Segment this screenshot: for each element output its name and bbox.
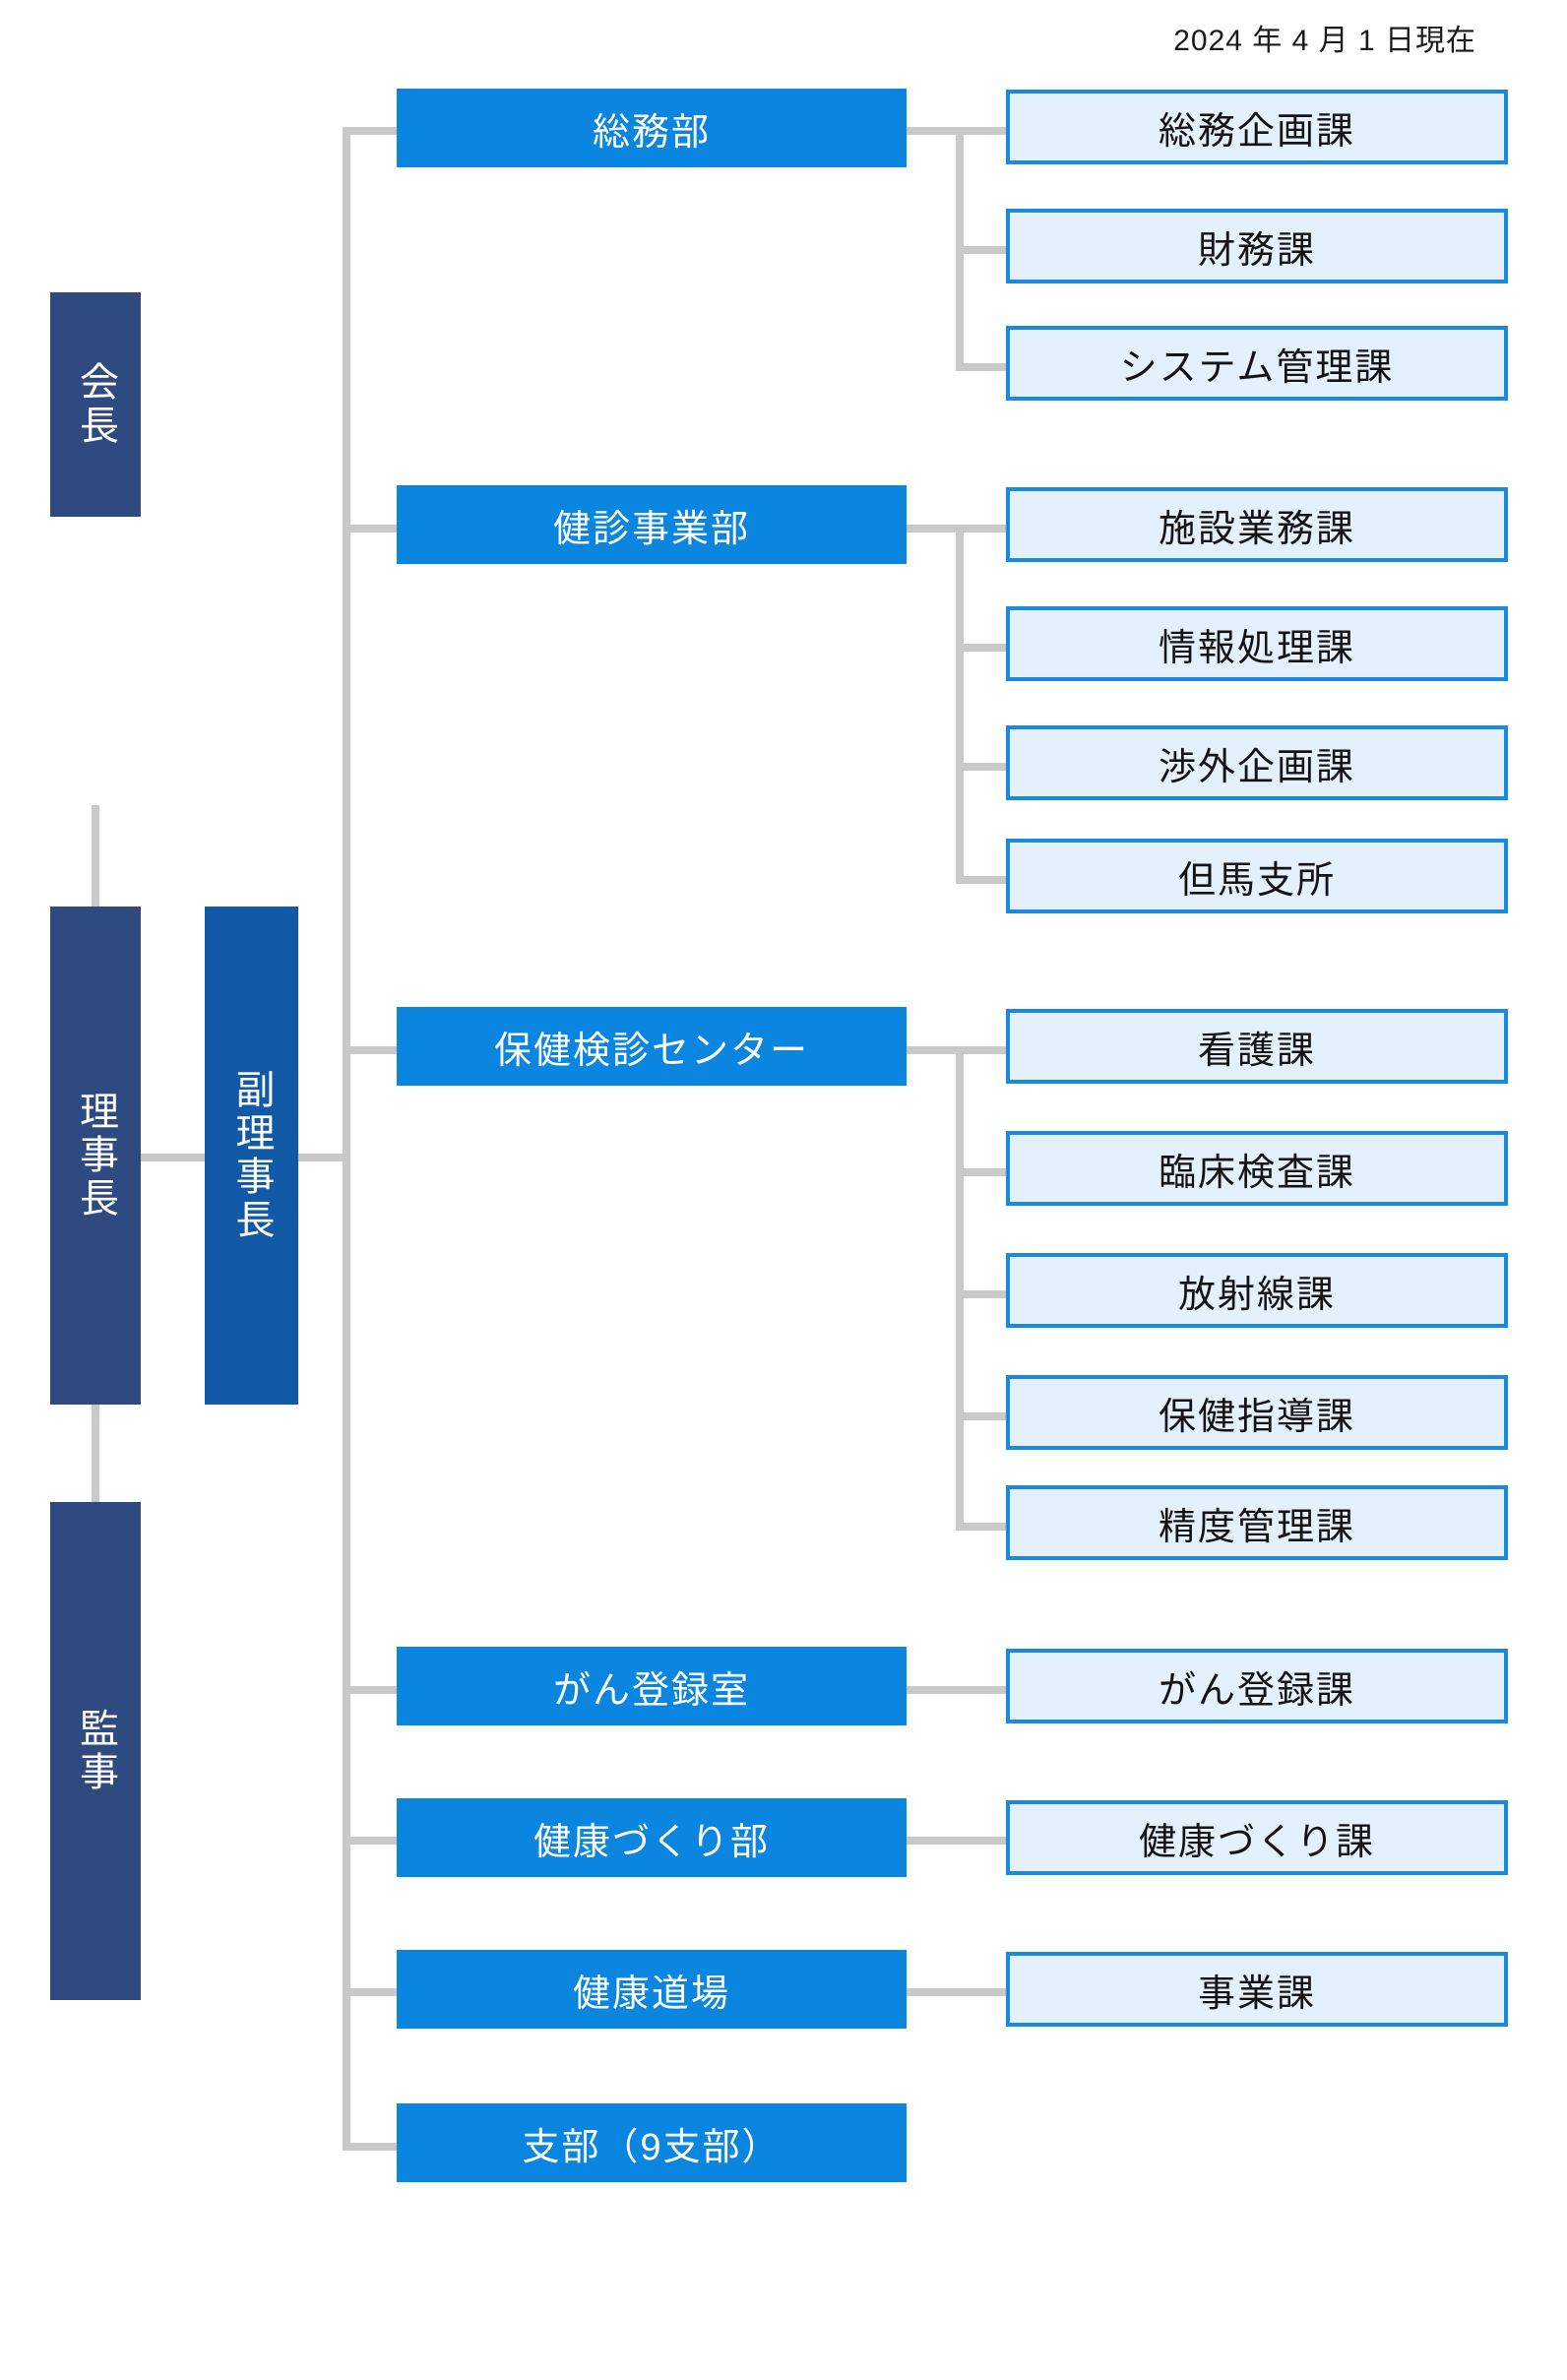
connector-division-4-stub bbox=[906, 1686, 1010, 1694]
division-label-general-affairs: 総務部 bbox=[592, 111, 711, 154]
section-box-information-processing[interactable]: 情報処理課 bbox=[1006, 606, 1508, 681]
connector-division-3-spine bbox=[956, 1046, 964, 1531]
division-label-cancer-registry-office: がん登録室 bbox=[552, 1669, 750, 1712]
section-box-finance[interactable]: 財務課 bbox=[1006, 209, 1508, 283]
division-label-health-checkup-business: 健診事業部 bbox=[552, 508, 750, 550]
connector-chairman-to-president bbox=[92, 805, 99, 911]
connector-trunk-to-division-2 bbox=[343, 525, 400, 532]
section-box-business-section[interactable]: 事業課 bbox=[1006, 1952, 1508, 2027]
exec-label-president: 理事長 bbox=[74, 1091, 117, 1221]
exec-label-chairman: 会長 bbox=[74, 361, 117, 448]
connector-division-3-section-4 bbox=[956, 1412, 1010, 1420]
connector-trunk-to-division-5 bbox=[343, 1837, 400, 1845]
section-box-system-management[interactable]: システム管理課 bbox=[1006, 326, 1508, 401]
section-box-quality-control[interactable]: 精度管理課 bbox=[1006, 1485, 1508, 1560]
exec-box-auditor[interactable]: 監事 bbox=[50, 1502, 141, 2000]
section-label-nursing: 看護課 bbox=[1197, 1030, 1316, 1072]
section-box-external-planning[interactable]: 渉外企画課 bbox=[1006, 725, 1508, 800]
division-box-health-promotion[interactable]: 健康づくり部 bbox=[397, 1798, 907, 1877]
section-label-health-promotion-section: 健康づくり課 bbox=[1138, 1821, 1375, 1863]
connector-trunk-to-division-4 bbox=[343, 1686, 400, 1694]
connector-trunk-to-division-1 bbox=[343, 127, 400, 135]
connector-division-2-spine bbox=[956, 525, 964, 884]
connector-vicepresident-to-trunk bbox=[296, 1154, 350, 1161]
exec-box-president[interactable]: 理事長 bbox=[50, 907, 141, 1405]
connector-president-to-vicepresident bbox=[137, 1154, 210, 1161]
division-label-branches: 支部（9支部） bbox=[522, 2126, 782, 2168]
section-box-health-promotion-section[interactable]: 健康づくり課 bbox=[1006, 1800, 1508, 1875]
section-label-radiology: 放射線課 bbox=[1177, 1274, 1336, 1316]
connector-trunk-to-division-6 bbox=[343, 1988, 400, 1996]
connector-trunk-to-division-7 bbox=[343, 2143, 400, 2151]
division-box-cancer-registry-office[interactable]: がん登録室 bbox=[397, 1647, 907, 1725]
connector-trunk-to-division-3 bbox=[343, 1046, 400, 1054]
section-box-clinical-examination[interactable]: 臨床検査課 bbox=[1006, 1131, 1508, 1206]
section-label-tajima-branch-office: 但馬支所 bbox=[1177, 859, 1336, 902]
division-box-health-checkup-business[interactable]: 健診事業部 bbox=[397, 485, 907, 564]
division-box-health-screening-center[interactable]: 保健検診センター bbox=[397, 1007, 907, 1086]
connector-division-5-stub bbox=[906, 1837, 1010, 1845]
as-of-date-note: 2024 年 4 月 1 日現在 bbox=[1173, 25, 1476, 57]
section-label-external-planning: 渉外企画課 bbox=[1158, 746, 1355, 788]
division-box-health-dojo[interactable]: 健康道場 bbox=[397, 1950, 907, 2029]
section-label-clinical-examination: 臨床検査課 bbox=[1158, 1152, 1355, 1194]
connector-division-3-section-2 bbox=[956, 1168, 1010, 1176]
connector-division-2-section-3 bbox=[956, 763, 1010, 771]
division-label-health-screening-center: 保健検診センター bbox=[493, 1030, 809, 1072]
section-box-nursing[interactable]: 看護課 bbox=[1006, 1009, 1508, 1084]
section-label-general-affairs-planning: 総務企画課 bbox=[1158, 110, 1355, 153]
connector-division-3-section-5 bbox=[956, 1523, 1010, 1531]
section-box-facility-operations[interactable]: 施設業務課 bbox=[1006, 487, 1508, 562]
section-label-cancer-registry: がん登録課 bbox=[1158, 1669, 1355, 1712]
section-box-health-guidance[interactable]: 保健指導課 bbox=[1006, 1375, 1508, 1450]
exec-box-vice-president[interactable]: 副理事長 bbox=[205, 907, 298, 1405]
division-label-health-dojo: 健康道場 bbox=[572, 1973, 730, 2015]
section-box-general-affairs-planning[interactable]: 総務企画課 bbox=[1006, 90, 1508, 164]
section-label-business-section: 事業課 bbox=[1197, 1973, 1316, 2015]
section-label-finance: 財務課 bbox=[1197, 229, 1316, 272]
section-box-tajima-branch-office[interactable]: 但馬支所 bbox=[1006, 839, 1508, 913]
division-box-branches[interactable]: 支部（9支部） bbox=[397, 2103, 907, 2182]
section-label-quality-control: 精度管理課 bbox=[1158, 1506, 1355, 1548]
exec-label-auditor: 監事 bbox=[74, 1708, 117, 1794]
connector-division-6-stub bbox=[906, 1988, 1010, 1996]
section-label-system-management: システム管理課 bbox=[1119, 346, 1395, 389]
connector-division-3-section-3 bbox=[956, 1290, 1010, 1298]
connector-division-1-section-3 bbox=[956, 363, 1010, 371]
section-box-radiology[interactable]: 放射線課 bbox=[1006, 1253, 1508, 1328]
connector-president-to-auditor bbox=[92, 1399, 99, 1507]
section-label-facility-operations: 施設業務課 bbox=[1158, 508, 1355, 550]
connector-division-trunk bbox=[343, 127, 350, 2151]
connector-division-2-section-4 bbox=[956, 876, 1010, 884]
exec-label-vice-president: 副理事長 bbox=[229, 1069, 274, 1242]
exec-box-chairman[interactable]: 会長 bbox=[50, 292, 141, 517]
division-label-health-promotion: 健康づくり部 bbox=[533, 1821, 770, 1863]
section-label-health-guidance: 保健指導課 bbox=[1158, 1396, 1355, 1438]
connector-division-2-section-2 bbox=[956, 644, 1010, 652]
connector-division-1-section-2 bbox=[956, 246, 1010, 254]
section-box-cancer-registry[interactable]: がん登録課 bbox=[1006, 1649, 1508, 1723]
division-box-general-affairs[interactable]: 総務部 bbox=[397, 89, 907, 167]
section-label-information-processing: 情報処理課 bbox=[1158, 627, 1355, 669]
